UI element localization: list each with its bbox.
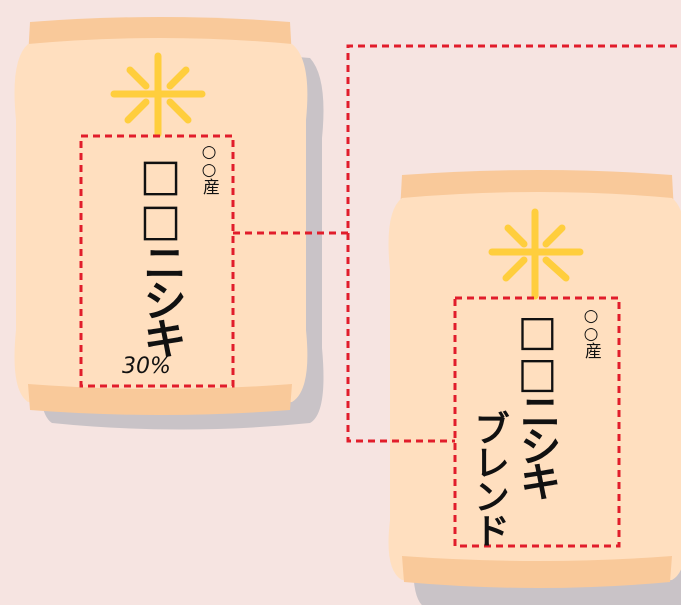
left-origin-label: ○○産 [200, 142, 217, 193]
right-origin-label: ○○産 [582, 306, 599, 357]
left-ratio-label: 30% [122, 354, 171, 379]
right-blend-label: ブレンド [470, 410, 506, 546]
right-variety-label: □□ニシキ [516, 306, 558, 495]
left-variety-label: □□ニシキ [138, 150, 182, 354]
